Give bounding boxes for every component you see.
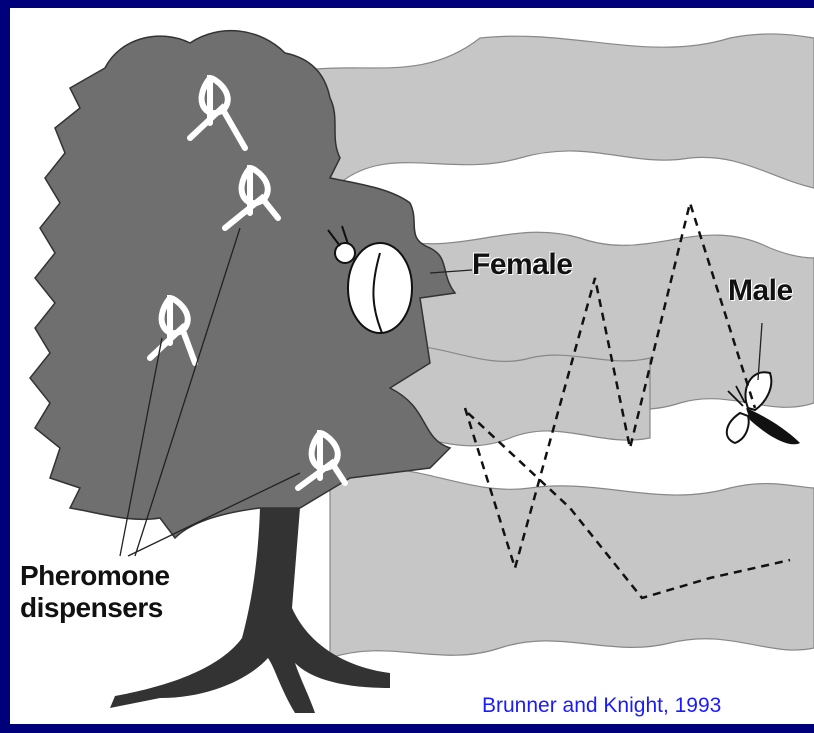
plume-top <box>260 34 814 189</box>
plume-bottom <box>330 468 814 658</box>
source-credit: Brunner and Knight, 1993 <box>482 694 721 718</box>
pheromone-label-line2: dispensers <box>20 592 170 624</box>
male-label: Male <box>728 274 793 308</box>
female-label: Female <box>472 248 572 282</box>
pheromone-label-line1: Pheromone <box>20 560 170 592</box>
pheromone-dispensers-label: Pheromone dispensers <box>20 560 170 624</box>
diagram-canvas: Female Male Pheromone dispensers Brunner… <box>10 8 814 724</box>
